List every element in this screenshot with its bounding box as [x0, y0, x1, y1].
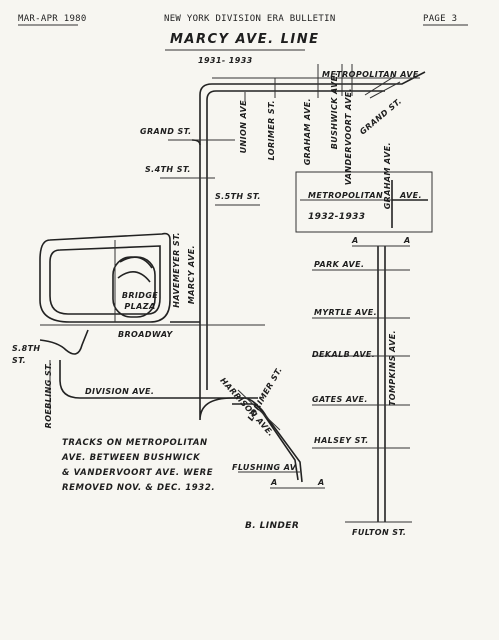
label-s4th-st: S.4TH ST. — [145, 165, 191, 174]
division-track — [200, 397, 299, 481]
metropolitan-track-south — [206, 90, 385, 205]
label-marcy-ave: MARCY AVE. — [187, 245, 196, 305]
note-line: REMOVED NOV. & DEC. 1932. — [62, 483, 216, 493]
label-lorimer-st: LORIMER ST. — [267, 100, 276, 161]
inset-frame — [295, 171, 433, 233]
label-gates-ave: GATES AVE. — [312, 395, 368, 404]
s8th-track — [39, 329, 89, 355]
label-s8th-st: S.8TH ST. — [12, 344, 41, 365]
label-vandervoort-ave: VANDERVOORT AVE. — [344, 88, 353, 186]
label-flushing-av: FLUSHING AV. — [232, 463, 299, 472]
removal-note: TRACKS ON METROPOLITAN AVE. BETWEEN BUSH… — [62, 436, 215, 496]
metropolitan-track-north — [199, 71, 426, 205]
label-tompkins-ave: TOMPKINS AVE. — [388, 330, 397, 407]
section-marker-a: A — [318, 478, 325, 487]
label-fulton-st: FULTON ST. — [352, 528, 407, 537]
label-union-ave: UNION AVE — [239, 100, 248, 154]
label-dekalb-ave: DEKALB AVE. — [312, 350, 376, 359]
label-division-ave: DIVISION AVE. — [85, 387, 155, 396]
label-bushwick-ave: BUSHWICK AVE. — [330, 72, 339, 150]
label-inset-metropolitan: METROPOLITAN — [308, 191, 384, 200]
label-havemeyer-st: HAVEMEYER ST. — [172, 232, 181, 308]
map-title: MARCY AVE. LINE — [170, 32, 320, 47]
label-grand-st: GRAND ST. — [140, 127, 192, 136]
section-marker-a: A — [271, 478, 278, 487]
map-credit: B. LINDER — [245, 521, 300, 531]
label-inset-ave: AVE. — [400, 191, 422, 200]
label-s5th-st: S.5TH ST. — [215, 192, 261, 201]
label-halsey-st: HALSEY ST. — [314, 436, 369, 445]
inset-years: 1932-1933 — [308, 212, 366, 222]
bridge-plaza-loop-inner — [49, 245, 161, 315]
note-line: AVE. BETWEEN BUSHWICK — [62, 453, 201, 463]
publication-title: NEW YORK DIVISION ERA BULLETIN — [164, 14, 336, 24]
section-marker-a: A — [404, 236, 411, 245]
label-inset-graham-ave: GRAHAM AVE. — [383, 142, 392, 210]
label-broadway: BROADWAY — [118, 330, 173, 339]
label-bridge-plaza: BRIDGE PLAZA — [121, 291, 159, 311]
label-graham-ave: GRAHAM AVE. — [303, 98, 312, 166]
map-years: 1931- 1933 — [198, 56, 253, 65]
label-metropolitan-ave: METROPOLITAN AVE — [322, 70, 419, 79]
bridge-plaza-loop-outer — [39, 232, 171, 323]
note-line: TRACKS ON METROPOLITAN — [62, 438, 208, 448]
page-number: PAGE 3 — [423, 14, 458, 24]
section-marker-a: A — [352, 236, 359, 245]
label-myrtle-ave: MYRTLE AVE. — [314, 308, 378, 317]
issue-date: MAR-APR 1980 — [18, 14, 87, 24]
label-roebling-st: ROEBLING ST. — [44, 362, 53, 429]
note-line: & VANDERVOORT AVE. WERE — [62, 468, 214, 478]
label-park-ave: PARK AVE. — [314, 260, 365, 269]
